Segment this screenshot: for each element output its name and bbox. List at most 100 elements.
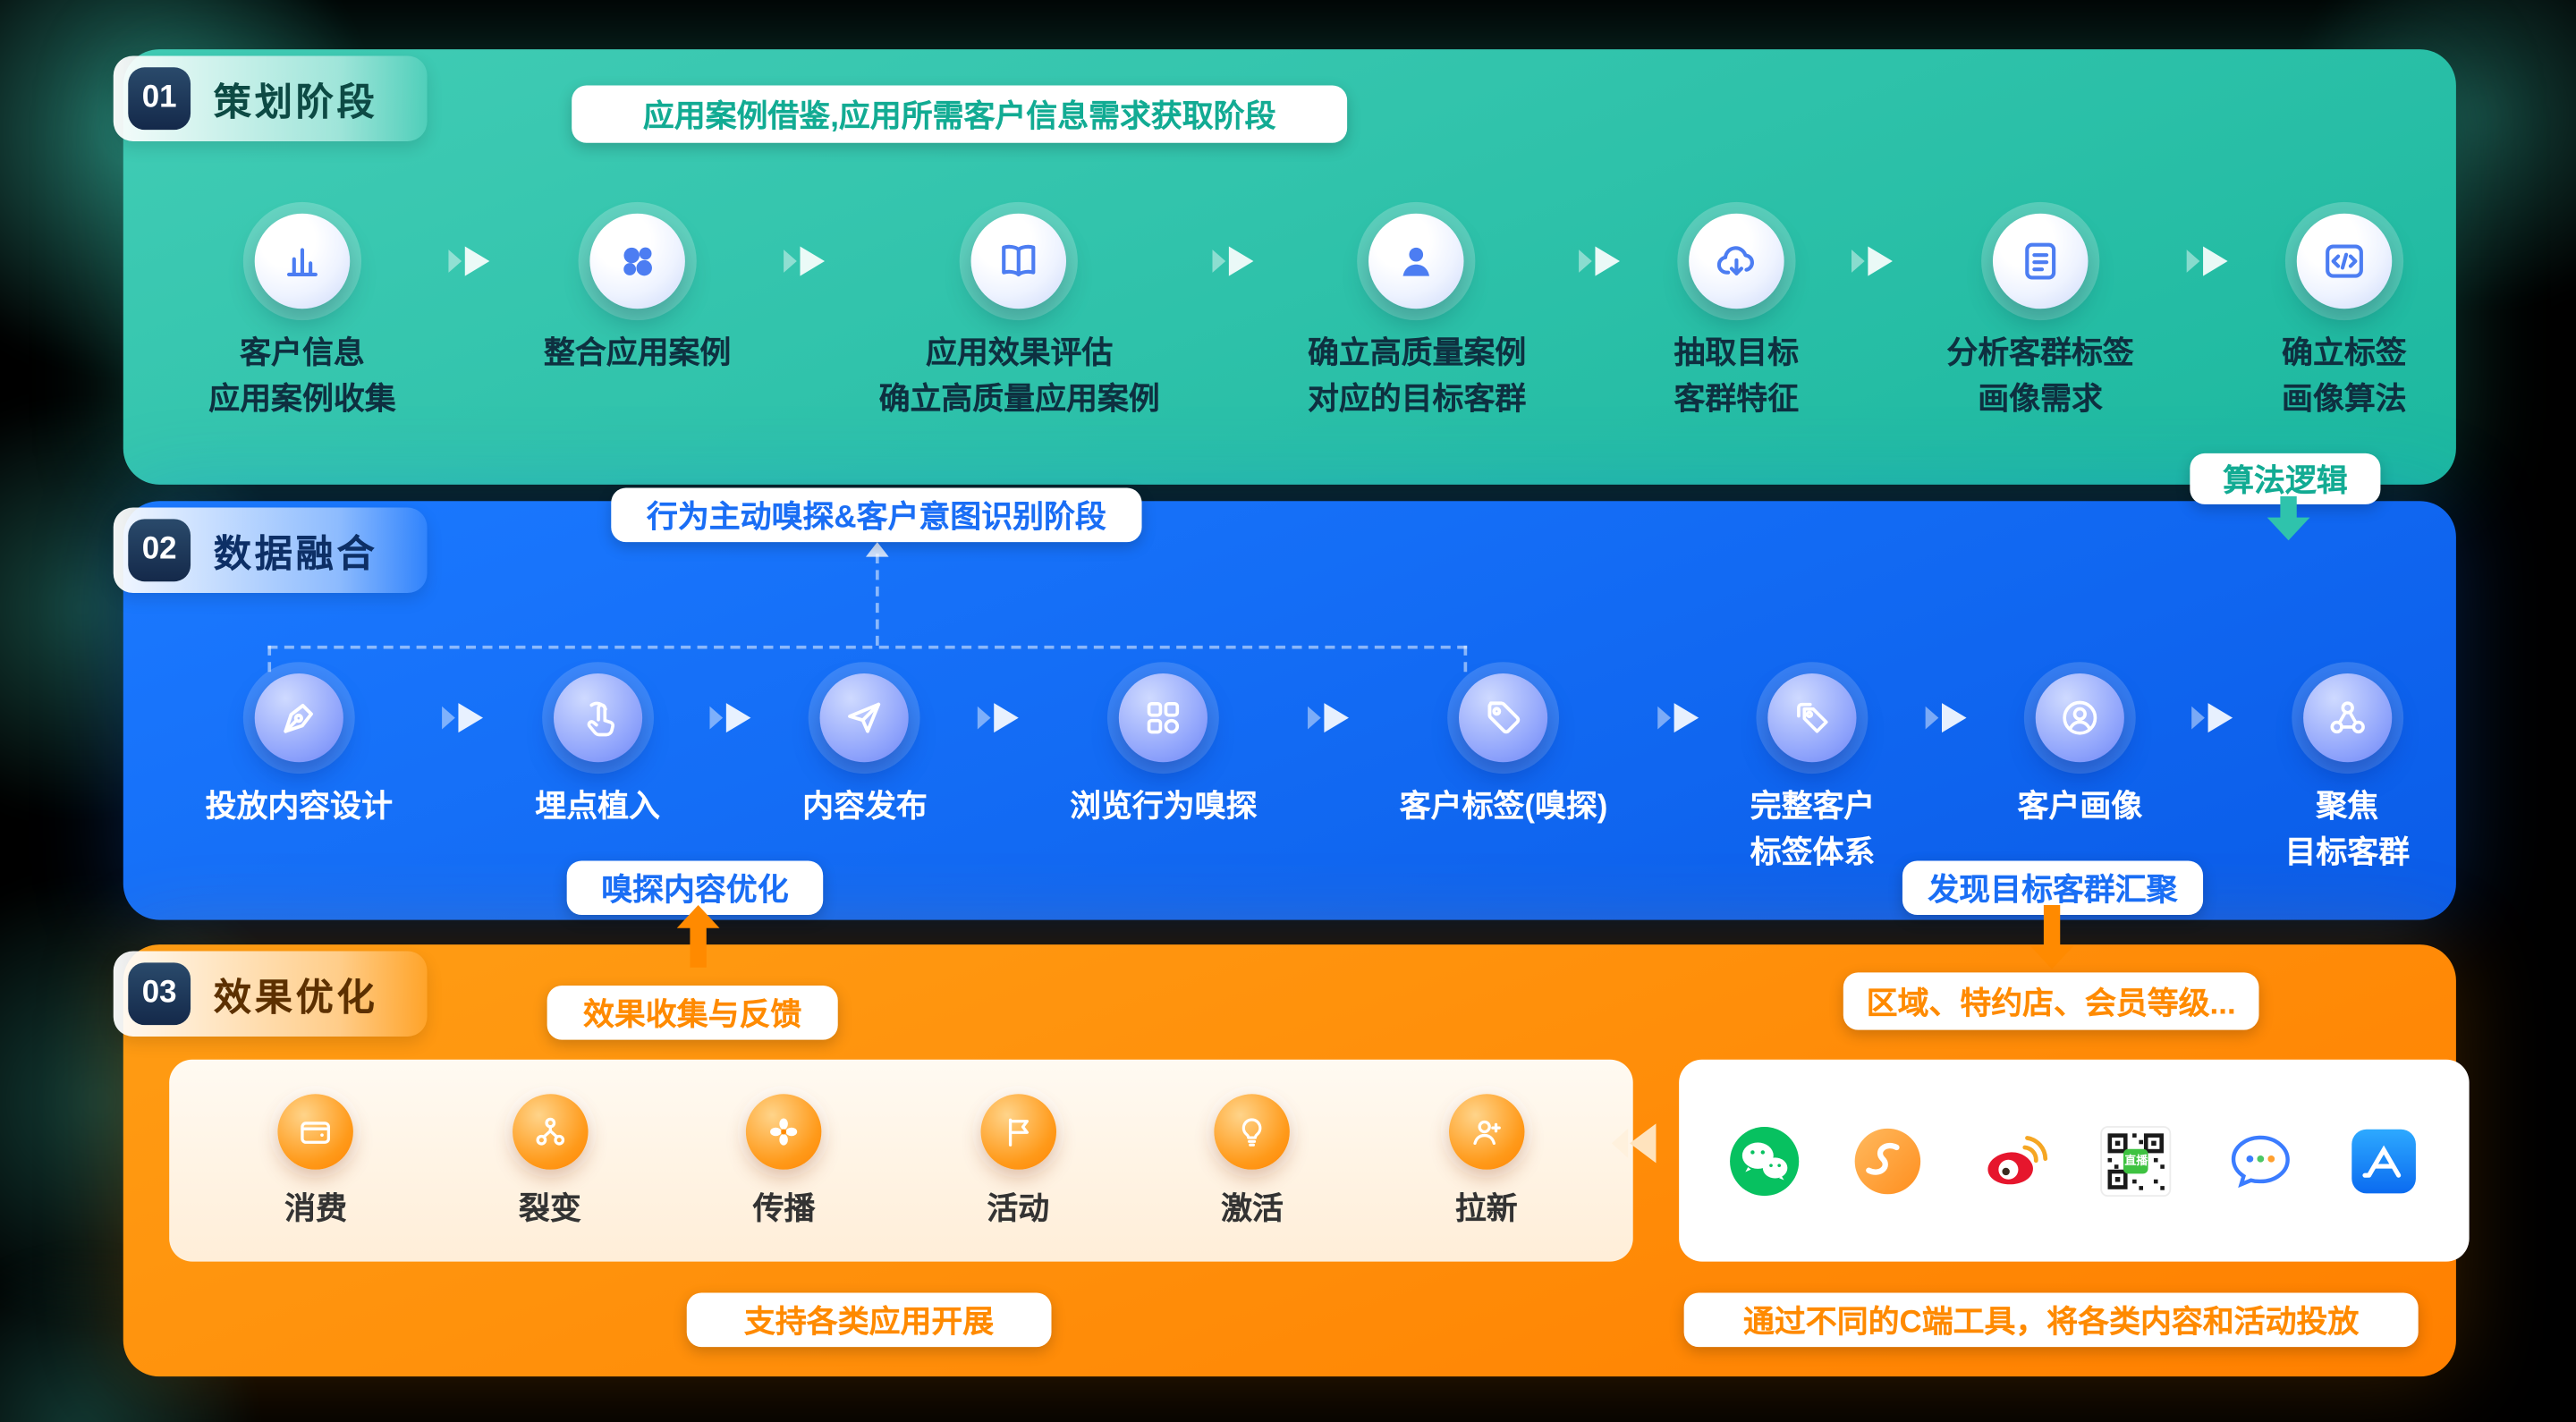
phase-2-band: 02 数据融合 投放内容设计 埋点植入 — [113, 501, 2456, 920]
step-label: 应用效果评估 确立高质量应用案例 — [878, 336, 1160, 417]
phase-1-badge: 01 策划阶段 — [113, 55, 428, 141]
open-book-icon — [1003, 244, 1037, 277]
segments-note: 区域、特约店、会员等级... — [1843, 972, 2259, 1030]
cloud-download-icon — [1716, 246, 1754, 275]
icon-orb — [512, 1093, 589, 1169]
step-focus-group: 聚焦 目标客群 — [2284, 673, 2410, 876]
phase-number: 02 — [128, 519, 191, 582]
bulb-icon — [1242, 1117, 1262, 1146]
flow-arrow-icon — [1212, 246, 1254, 276]
down-arrow-orange-icon — [2030, 905, 2073, 969]
flow-arrow-icon — [448, 246, 490, 276]
flow-arrow-icon — [1307, 703, 1349, 733]
icon-orb — [254, 673, 343, 763]
step-label: 聚焦 目标客群 — [2284, 790, 2411, 870]
app-label: 活动 — [987, 1191, 1050, 1227]
step-label: 确立高质量案例 对应的目标客群 — [1307, 336, 1527, 417]
step-algorithm: 确立标签 画像算法 — [2282, 213, 2407, 422]
weibo-icon — [1976, 1124, 2048, 1197]
pen-nib-icon — [284, 704, 313, 733]
icon-orb — [2296, 213, 2393, 309]
dashed-arrowhead — [865, 542, 889, 557]
step-label: 完整客户 标签体系 — [1750, 790, 1876, 870]
phase-1-banner: 应用案例借鉴,应用所需客户信息需求获取阶段 — [572, 85, 1348, 143]
icon-orb — [589, 213, 685, 309]
step-tracking: 埋点植入 — [535, 673, 660, 830]
flow-arrow-icon — [709, 703, 751, 733]
icon-orb — [980, 1093, 1056, 1169]
phase-title: 效果优化 — [213, 976, 378, 1019]
step-label: 埋点植入 — [535, 790, 660, 825]
chat-service-icon — [2224, 1124, 2296, 1197]
icon-orb — [277, 1093, 354, 1169]
icon-orb — [2035, 673, 2124, 763]
icon-orb — [1214, 1093, 1291, 1169]
network-share-icon — [2330, 701, 2365, 734]
app-item-spread: 传播 — [746, 1093, 822, 1228]
icon-orb — [971, 213, 1067, 309]
algorithm-logic-note: 算法逻辑 — [2190, 453, 2381, 504]
feedback-note: 效果收集与反馈 — [547, 986, 838, 1040]
wechat-channels-icon — [1852, 1124, 1924, 1197]
target-customer-icon — [1403, 247, 1430, 276]
integrate-dots-icon — [623, 247, 652, 276]
step-integrate: 整合应用案例 — [543, 213, 732, 377]
icon-orb — [1992, 213, 2089, 309]
flow-arrow-icon — [1851, 246, 1893, 276]
channels-card: 直播 — [1679, 1059, 2470, 1262]
down-arrow-teal-icon — [2267, 495, 2310, 541]
step-customer-portrait: 客户画像 — [2017, 673, 2143, 830]
phase-title: 策划阶段 — [213, 80, 378, 123]
icon-orb — [2302, 673, 2392, 763]
step-customer-tag: 客户标签(嗅探) — [1399, 673, 1608, 830]
step-label: 抽取目标 客群特征 — [1674, 336, 1800, 417]
tags-icon — [1797, 702, 1829, 733]
step-content-design: 投放内容设计 — [206, 673, 393, 830]
step-label: 整合应用案例 — [543, 336, 732, 372]
wechat-icon — [1728, 1124, 1801, 1197]
step-label: 内容发布 — [802, 790, 928, 825]
app-item-activity: 活动 — [980, 1093, 1056, 1228]
flow-arrow-icon — [1657, 703, 1699, 733]
step-label: 投放内容设计 — [205, 790, 394, 825]
step-case-collect: 客户信息 应用案例收集 — [208, 213, 396, 422]
dashed-connector — [875, 553, 879, 646]
icon-orb — [1459, 673, 1548, 763]
icon-orb — [1689, 213, 1784, 309]
step-label: 客户信息 应用案例收集 — [208, 336, 396, 417]
support-note: 支持各类应用开展 — [686, 1292, 1052, 1348]
code-icon — [2325, 244, 2363, 278]
step-label: 客户标签(嗅探) — [1399, 790, 1608, 825]
step-analyze-tags: 分析客群标签 画像需求 — [1946, 213, 2134, 422]
step-label: 客户画像 — [2017, 790, 2143, 825]
app-label: 裂变 — [518, 1191, 581, 1227]
icon-orb — [254, 213, 351, 309]
step-label: 确立标签 画像算法 — [2282, 336, 2407, 417]
flow-arrow-icon — [2186, 246, 2228, 276]
dashed-connector — [267, 645, 1468, 649]
flow-arrow-icon — [442, 703, 484, 733]
icon-orb — [1448, 1093, 1525, 1169]
app-item-fission: 裂变 — [512, 1093, 589, 1228]
icon-orb — [820, 673, 910, 763]
converge-note: 发现目标客群汇聚 — [1902, 860, 2204, 916]
app-label: 激活 — [1221, 1191, 1284, 1227]
flow-arrow-icon — [977, 703, 1019, 733]
step-target-customer: 确立高质量案例 对应的目标客群 — [1307, 213, 1527, 422]
phase-2-steps: 投放内容设计 埋点植入 内容发布 浏览行为嗅探 — [206, 673, 2411, 876]
document-list-icon — [2025, 242, 2056, 280]
app-label: 传播 — [752, 1191, 816, 1227]
user-plus-icon — [1472, 1119, 1501, 1145]
tap-icon — [587, 701, 614, 737]
flow-arrow-icon — [1925, 703, 1966, 733]
dashed-connector — [1463, 645, 1468, 673]
flow-arrow-icon — [2191, 703, 2233, 733]
browse-grid-icon — [1148, 701, 1180, 734]
paper-plane-icon — [848, 702, 881, 733]
icon-orb — [1368, 213, 1465, 309]
dashed-connector — [267, 645, 272, 673]
fission-icon — [536, 1116, 564, 1145]
qr-live-icon: 直播 — [2100, 1124, 2173, 1197]
tag-icon — [1487, 701, 1521, 734]
